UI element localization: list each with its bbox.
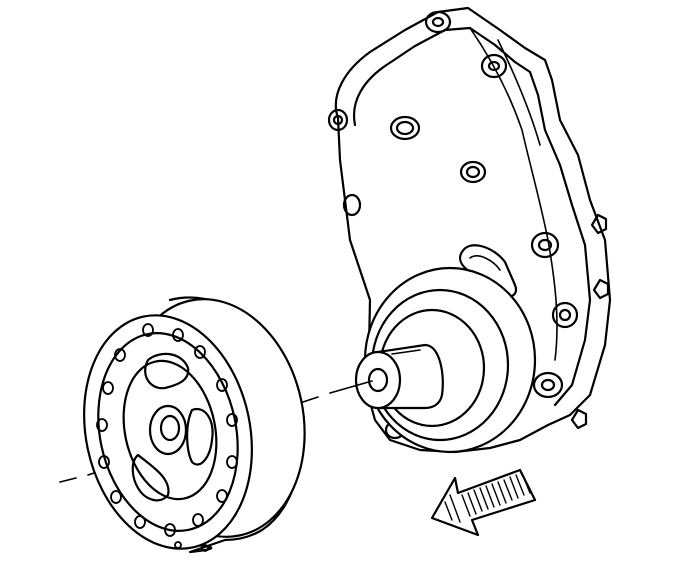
balancer-hub-bore bbox=[159, 414, 181, 442]
balancer-face-ring bbox=[97, 332, 239, 532]
crankshaft-keyway bbox=[391, 349, 421, 355]
cover-hole bbox=[395, 120, 415, 136]
harmonic-balancer bbox=[83, 296, 306, 554]
install-direction-arrow bbox=[430, 468, 537, 537]
cover-hole bbox=[459, 160, 487, 184]
front-cover-rib-2 bbox=[497, 39, 541, 146]
cover-bolt bbox=[551, 301, 579, 329]
cover-bolt bbox=[327, 108, 349, 132]
balancer-hub-ring bbox=[122, 359, 218, 501]
arrow-hatching bbox=[444, 472, 531, 523]
cover-slot-inner bbox=[469, 255, 501, 271]
balancer-bolt-holes bbox=[96, 323, 238, 537]
front-cover-rib bbox=[469, 27, 558, 361]
balancer-window bbox=[131, 453, 170, 502]
cover-hole bbox=[342, 193, 362, 217]
cover-boss bbox=[590, 213, 608, 235]
cover-bolt bbox=[424, 10, 452, 34]
cover-boss bbox=[592, 278, 610, 300]
balancer-window bbox=[186, 407, 214, 466]
cover-bolt bbox=[532, 371, 564, 399]
balancer-rim-marks bbox=[174, 541, 209, 552]
cover-bolt bbox=[480, 53, 508, 79]
crankshaft-end bbox=[354, 350, 402, 410]
balancer-front-face bbox=[83, 314, 253, 550]
crankshaft-bore bbox=[367, 367, 389, 393]
balancer-window bbox=[144, 352, 190, 390]
cover-hole bbox=[465, 165, 481, 179]
cover-bolt bbox=[530, 231, 560, 259]
cover-hole bbox=[389, 115, 421, 141]
arrow-outline bbox=[430, 468, 537, 537]
cover-boss bbox=[570, 408, 588, 430]
crankshaft-snout bbox=[354, 343, 444, 410]
balancer-hub bbox=[148, 404, 188, 456]
